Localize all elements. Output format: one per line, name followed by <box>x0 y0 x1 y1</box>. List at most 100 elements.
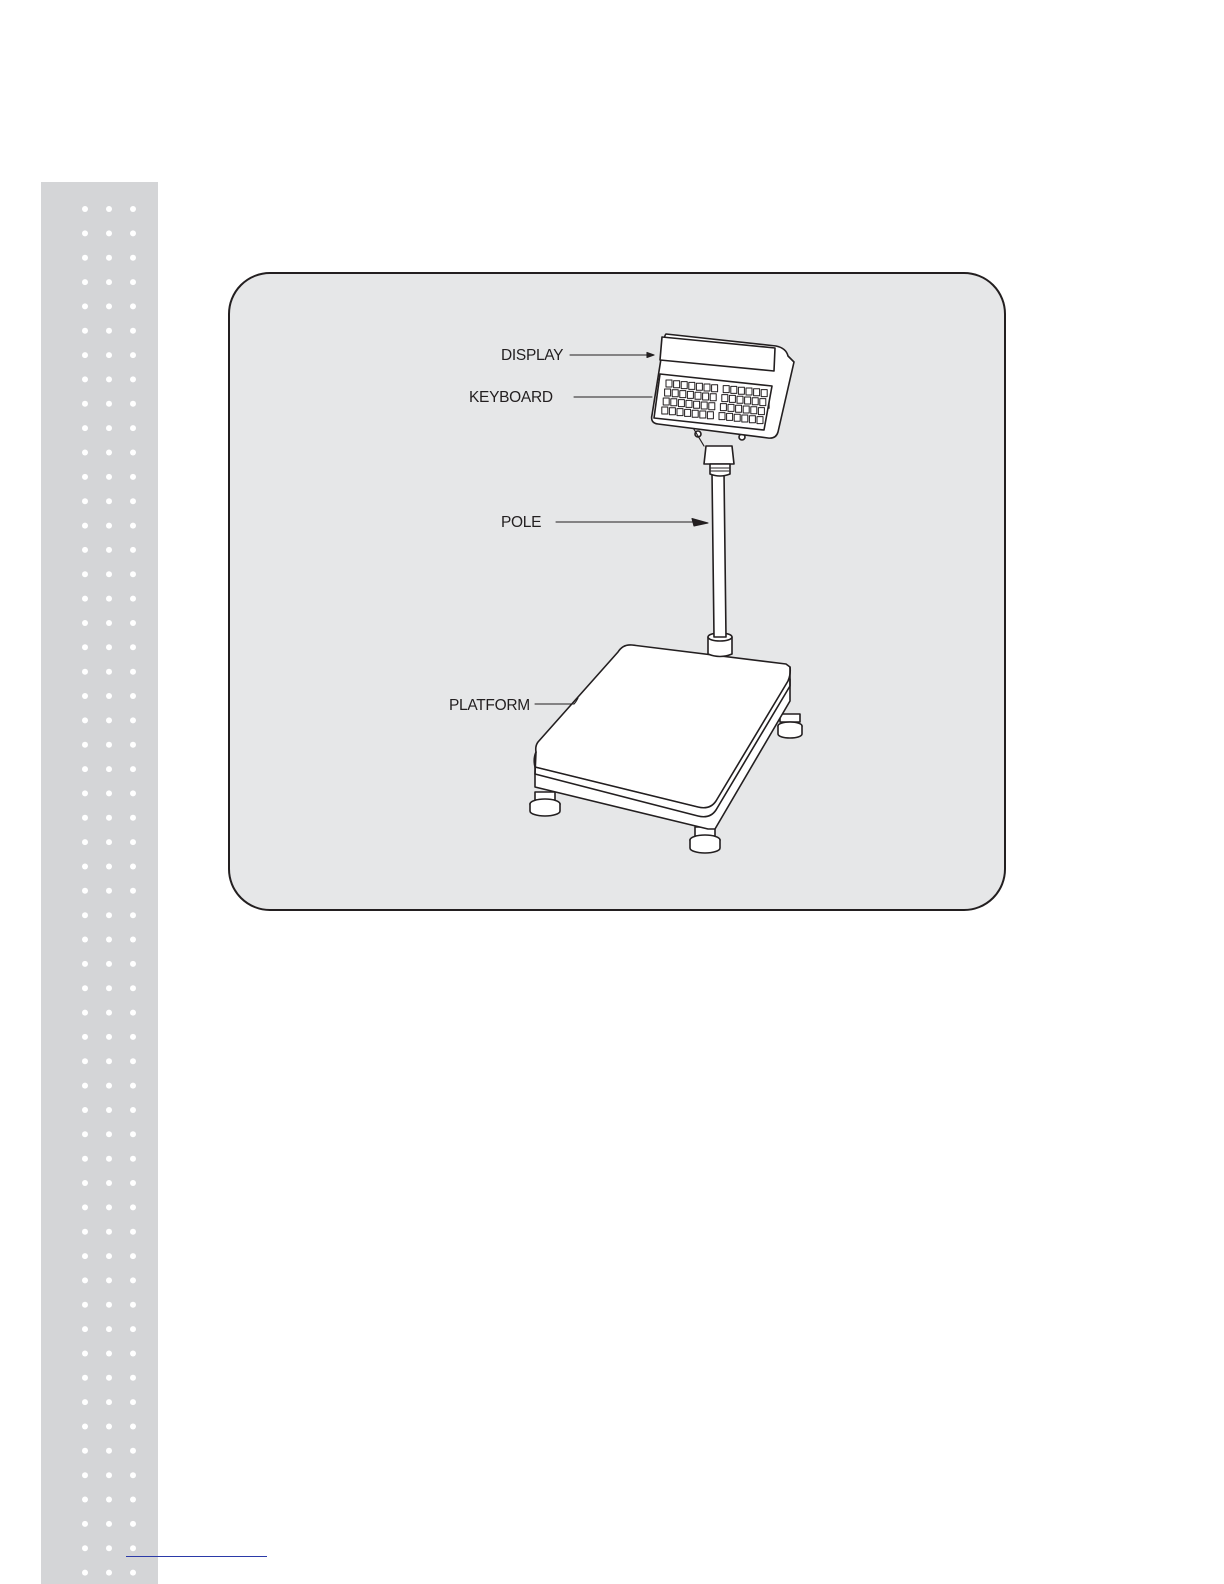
decorative-dot <box>130 230 136 236</box>
footer-rule <box>126 1556 267 1557</box>
decorative-dot <box>106 596 112 602</box>
decorative-dot <box>82 547 88 553</box>
indicator-head <box>652 334 794 438</box>
decorative-dot <box>130 474 136 480</box>
keypad-key <box>704 384 710 391</box>
decorative-dot <box>130 547 136 553</box>
decorative-dot <box>130 1229 136 1235</box>
decorative-dot <box>82 523 88 529</box>
keypad-key <box>662 407 668 414</box>
decorative-dot <box>82 1424 88 1430</box>
keypad-key <box>723 386 729 393</box>
keypad-key <box>738 387 744 394</box>
decorative-dot <box>106 1058 112 1064</box>
decorative-dot <box>82 1448 88 1454</box>
keypad-key <box>758 408 764 415</box>
decorative-dot <box>130 985 136 991</box>
decorative-dot <box>130 1326 136 1332</box>
foot-front-right <box>690 827 720 853</box>
decorative-dot <box>130 303 136 309</box>
keypad-key <box>734 414 740 421</box>
decorative-dot <box>82 1497 88 1503</box>
decorative-dot <box>130 644 136 650</box>
decorative-dot <box>106 839 112 845</box>
decorative-dot <box>130 620 136 626</box>
decorative-dot <box>106 815 112 821</box>
decorative-dot <box>106 1375 112 1381</box>
keypad-key <box>672 390 678 397</box>
decorative-dot <box>82 1521 88 1527</box>
decorative-dot <box>82 669 88 675</box>
decorative-dot <box>130 1521 136 1527</box>
keypad-key <box>731 386 737 393</box>
decorative-dot <box>82 1545 88 1551</box>
decorative-dot <box>106 425 112 431</box>
keypad-key <box>749 416 755 423</box>
decorative-dot <box>130 1351 136 1357</box>
decorative-dot <box>130 1545 136 1551</box>
decorative-dot <box>130 1058 136 1064</box>
decorative-dot <box>130 693 136 699</box>
keypad-key <box>686 400 692 407</box>
keypad-key <box>728 404 734 411</box>
decorative-dot <box>106 985 112 991</box>
decorative-dot <box>130 255 136 261</box>
decorative-dot <box>106 912 112 918</box>
decorative-dot <box>82 498 88 504</box>
decorative-dot <box>82 1253 88 1259</box>
decorative-dot <box>130 1472 136 1478</box>
decorative-dot <box>106 1570 112 1576</box>
decorative-dot <box>82 571 88 577</box>
decorative-dot <box>82 1302 88 1308</box>
keypad-key <box>694 401 700 408</box>
decorative-dot <box>130 669 136 675</box>
keypad-key <box>757 417 763 424</box>
decorative-dot <box>106 571 112 577</box>
decorative-dot <box>82 328 88 334</box>
decorative-dot <box>82 474 88 480</box>
decorative-dot <box>130 498 136 504</box>
decorative-dot <box>106 1034 112 1040</box>
decorative-dot <box>106 1472 112 1478</box>
keypad-key <box>752 398 758 405</box>
foot-front-left <box>530 792 560 816</box>
decorative-dot <box>82 450 88 456</box>
decorative-dot <box>130 790 136 796</box>
foot-back-right <box>778 714 802 738</box>
decorative-dot <box>106 230 112 236</box>
decorative-dot <box>130 912 136 918</box>
decorative-dot <box>130 1083 136 1089</box>
keypad-key <box>678 400 684 407</box>
decorative-dot <box>106 766 112 772</box>
decorative-dot <box>82 1083 88 1089</box>
decorative-dot <box>106 474 112 480</box>
keypad-key <box>720 404 726 411</box>
decorative-dot <box>82 717 88 723</box>
decorative-dot <box>106 937 112 943</box>
decorative-dot <box>106 255 112 261</box>
decorative-dot <box>130 766 136 772</box>
decorative-dot <box>82 255 88 261</box>
decorative-dot <box>82 693 88 699</box>
keypad-key <box>707 412 713 419</box>
keypad-key <box>709 403 715 410</box>
decorative-dot <box>106 1010 112 1016</box>
decorative-dot <box>106 1229 112 1235</box>
decorative-dot <box>82 985 88 991</box>
decorative-dot <box>82 912 88 918</box>
keypad-key <box>685 409 691 416</box>
keypad-key <box>722 395 728 402</box>
decorative-dot <box>82 1229 88 1235</box>
decorative-dot <box>106 888 112 894</box>
decorative-dot <box>106 693 112 699</box>
decorative-dot <box>106 1253 112 1259</box>
decorative-dot <box>130 864 136 870</box>
decorative-dot <box>106 279 112 285</box>
decorative-dot <box>106 401 112 407</box>
decorative-dot <box>82 1326 88 1332</box>
decorative-dot <box>130 401 136 407</box>
decorative-dot <box>130 888 136 894</box>
decorative-dot <box>106 1326 112 1332</box>
decorative-dot <box>106 1107 112 1113</box>
decorative-dot <box>130 596 136 602</box>
